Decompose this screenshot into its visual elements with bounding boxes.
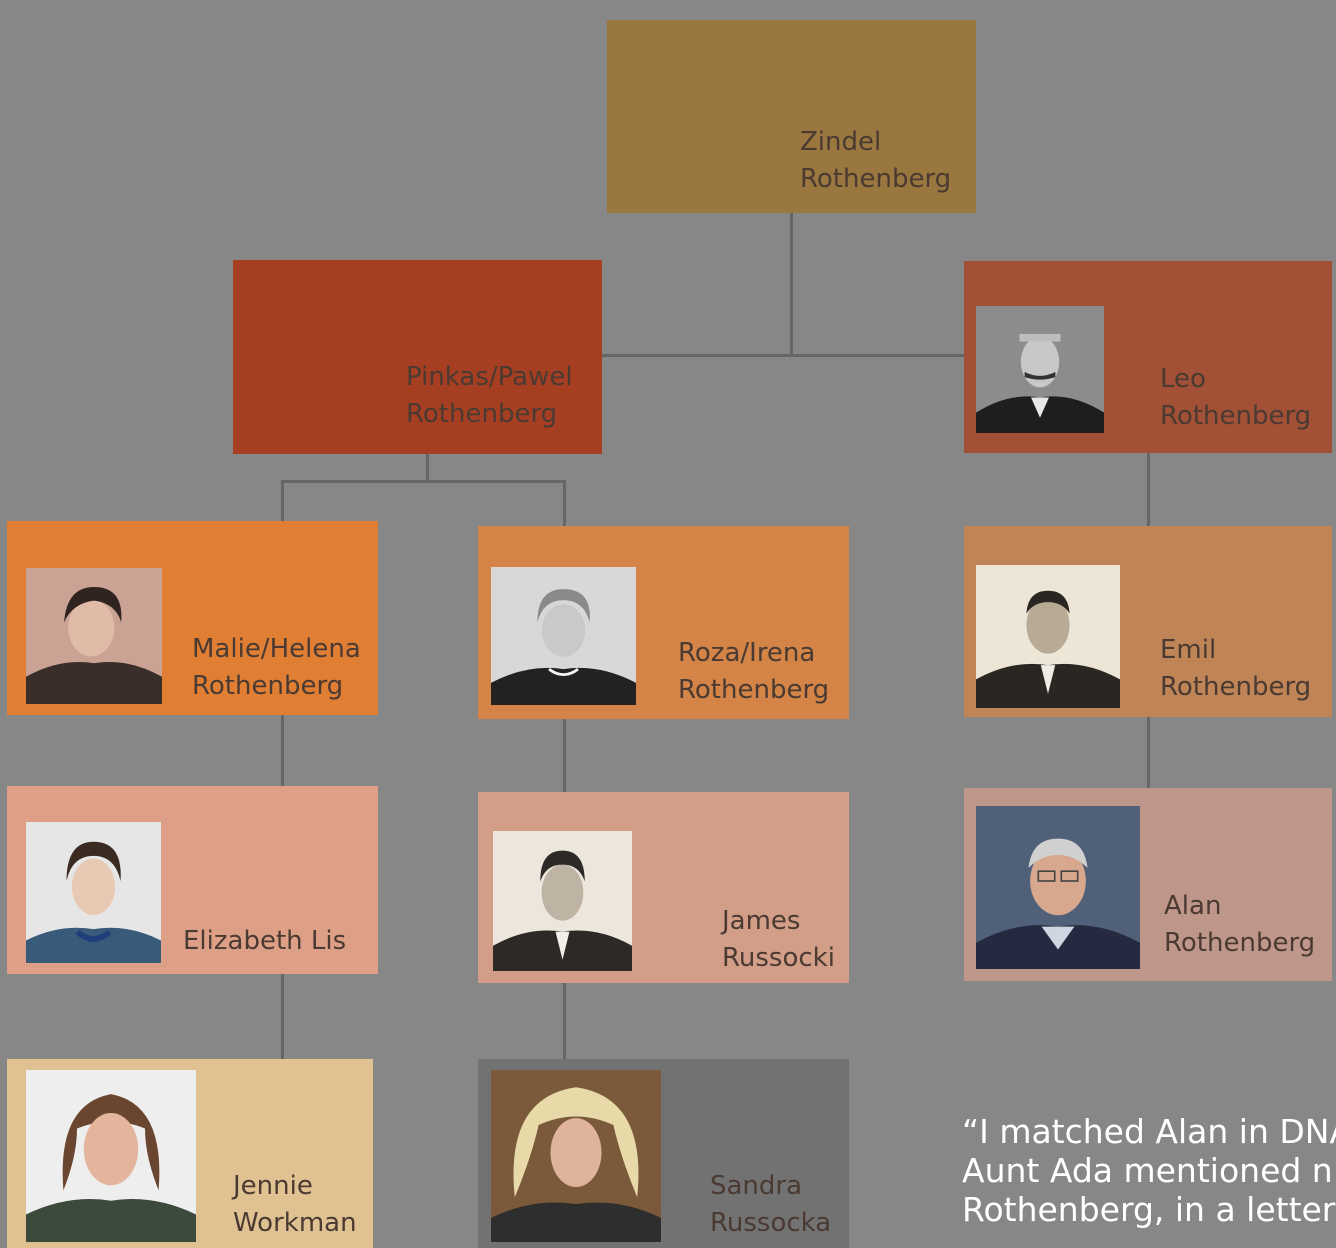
person-card-pinkas: Pinkas/Pawel Rothenberg — [233, 260, 602, 454]
person-card-roza: Roza/Irena Rothenberg — [478, 526, 849, 719]
person-name-malie: Malie/Helena Rothenberg — [192, 631, 361, 705]
first-name: Leo — [1160, 364, 1206, 394]
last-name: Rothenberg — [678, 675, 830, 705]
person-card-emil: Emil Rothenberg — [964, 526, 1332, 717]
first-name: James — [722, 906, 801, 936]
quote-line-3: Rothenberg, in a letter — [962, 1190, 1336, 1229]
connector-emil-alan — [1147, 717, 1150, 789]
person-name-elizabeth: Elizabeth Lis — [183, 923, 346, 960]
person-name-pinkas: Pinkas/Pawel Rothenberg — [406, 359, 573, 433]
person-name-emil: Emil Rothenberg — [1160, 632, 1311, 706]
portrait-photo-james — [493, 831, 632, 971]
first-name: Roza/Irena — [678, 638, 816, 668]
person-card-malie: Malie/Helena Rothenberg — [7, 521, 378, 715]
first-name: Sandra — [710, 1171, 803, 1201]
last-name: Workman — [233, 1208, 357, 1238]
person-name-zindel: Zindel Rothenberg — [800, 124, 951, 198]
person-name-sandra: Sandra Russocka — [710, 1168, 831, 1242]
person-card-zindel: Zindel Rothenberg — [607, 20, 976, 213]
connector-elizabeth-jennie — [281, 973, 284, 1061]
first-name: Emil — [1160, 635, 1217, 665]
person-card-alan: Alan Rothenberg — [964, 788, 1332, 981]
person-name-leo: Leo Rothenberg — [1160, 361, 1311, 435]
first-name: Pinkas/Pawel — [406, 362, 573, 392]
person-name-roza: Roza/Irena Rothenberg — [678, 635, 829, 709]
connector-malie-elizabeth — [281, 713, 284, 788]
first-name: Zindel — [800, 127, 882, 157]
quote-line-1: “I matched Alan in DNA — [962, 1112, 1336, 1151]
quote-line-2: Aunt Ada mentioned n — [962, 1151, 1333, 1190]
first-name: Jennie — [233, 1171, 313, 1201]
person-card-jennie: Jennie Workman — [7, 1059, 373, 1248]
last-name: Rothenberg — [1160, 672, 1312, 702]
portrait-photo-sandra — [491, 1070, 661, 1242]
portrait-photo-leo — [976, 306, 1104, 433]
person-card-sandra: Sandra Russocka — [478, 1059, 849, 1248]
connector-leo-emil — [1147, 452, 1150, 528]
connector-james-sandra — [563, 982, 566, 1062]
portrait-photo-jennie — [26, 1070, 196, 1242]
person-name-jennie: Jennie Workman — [233, 1168, 357, 1242]
portrait-photo-roza — [491, 567, 636, 705]
person-card-james: James Russocki — [478, 792, 849, 983]
last-name: Russocka — [710, 1208, 832, 1238]
portrait-photo-elizabeth — [26, 822, 161, 963]
last-name: Rothenberg — [800, 164, 952, 194]
connector-gen2-horizontal — [600, 354, 966, 357]
connector-pinkas-children — [281, 480, 566, 483]
connector-roza-james — [563, 717, 566, 793]
last-name: Rothenberg — [1164, 928, 1316, 958]
person-card-elizabeth: Elizabeth Lis — [7, 786, 378, 974]
first-name: Malie/Helena — [192, 634, 361, 664]
connector-to-roza — [563, 480, 566, 528]
connector-pinkas-down — [426, 452, 429, 482]
person-name-james: James Russocki — [722, 903, 835, 977]
last-name: Rothenberg — [406, 399, 558, 429]
connector-zindel-down — [790, 212, 793, 357]
connector-to-malie — [281, 480, 284, 522]
portrait-photo-malie — [26, 568, 162, 704]
first-name: Elizabeth Lis — [183, 926, 347, 956]
last-name: Russocki — [722, 943, 835, 973]
portrait-photo-alan — [976, 806, 1140, 969]
first-name: Alan — [1164, 891, 1222, 921]
last-name: Rothenberg — [192, 671, 344, 701]
person-card-leo: Leo Rothenberg — [964, 261, 1332, 453]
last-name: Rothenberg — [1160, 401, 1312, 431]
person-name-alan: Alan Rothenberg — [1164, 888, 1315, 962]
portrait-photo-emil — [976, 565, 1120, 708]
quote-text: “I matched Alan in DNA Aunt Ada mentione… — [962, 1112, 1336, 1229]
